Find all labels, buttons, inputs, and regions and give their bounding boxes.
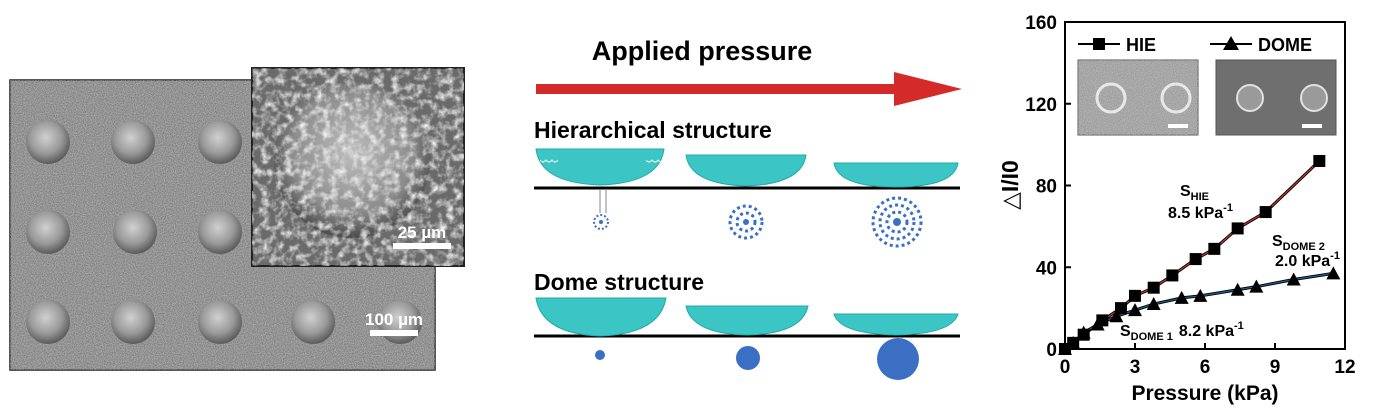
annotation-s-dome1: SDOME 1 8.2 kPa-1 (1120, 320, 1244, 343)
s-hie-value: 8.5 kPa (1168, 205, 1223, 222)
x-tick-label: 9 (1270, 357, 1281, 378)
data-point-hie (1231, 222, 1244, 235)
data-point-hie (1208, 242, 1221, 255)
y-axis-label-text: △I/I0 (997, 160, 1023, 210)
svg-text:8.5 kPa-1: 8.5 kPa-1 (1168, 202, 1233, 222)
data-point-hie (1115, 302, 1127, 315)
data-point-dome (1230, 282, 1245, 296)
x-tick-label: 12 (1334, 357, 1355, 378)
hierarchical-structure-diagram (534, 148, 960, 248)
data-point-dome (1193, 288, 1208, 302)
pressure-schematic-panel: Applied pressure Hierarchical structure (470, 0, 980, 411)
sem-micrograph-panel: 100 µm 25 µm (0, 0, 470, 411)
sem-inset-image: 25 µm (251, 67, 465, 267)
annotation-s-hie: SHIE 8.5 kPa-1 (1168, 183, 1233, 222)
x-tick-label: 3 (1130, 357, 1141, 378)
s-dome1-symbol: S (1120, 323, 1131, 340)
data-point-dome (1058, 342, 1072, 355)
data-point-dome (1174, 290, 1189, 304)
y-tick-label: 40 (1036, 258, 1057, 279)
s-dome1-subscript: DOME 1 (1131, 331, 1173, 343)
svg-text:2.0 kPa-1: 2.0 kPa-1 (1275, 250, 1340, 270)
inset-scale-bar: 25 µm (393, 223, 451, 249)
x-tick-label: 0 (1060, 357, 1071, 378)
s-hie-symbol: S (1180, 183, 1191, 200)
chart-legend: HIE DOME (1078, 35, 1312, 55)
s-dome1-value: 8.2 kPa (1179, 323, 1234, 340)
y-tick-label: 0 (1046, 340, 1057, 361)
svg-text:SDOME 2: SDOME 2 (1272, 233, 1325, 253)
data-point-hie (1129, 289, 1141, 302)
data-point-hie (1147, 281, 1160, 294)
data-point-hie (1189, 253, 1202, 266)
s-dome2-subscript: DOME 2 (1283, 241, 1325, 253)
dome-contact-patterns (595, 338, 919, 380)
series-markers (1058, 154, 1341, 355)
y-axis-label: △I/I0 (997, 160, 1023, 210)
data-point-dome (1109, 309, 1124, 323)
data-point-hie (1313, 154, 1326, 167)
chart-inset-hie-image (1077, 59, 1199, 136)
legend-item-dome: DOME (1210, 35, 1312, 55)
annotation-s-dome2: SDOME 2 2.0 kPa-1 (1272, 233, 1340, 270)
dome-structure-title: Dome structure (534, 269, 704, 295)
s-dome2-symbol: S (1272, 233, 1283, 250)
x-tick-label: 6 (1200, 357, 1211, 378)
data-point-dome (1066, 335, 1081, 349)
data-point-dome (1128, 303, 1142, 317)
data-point-dome (1286, 272, 1301, 286)
pressure-schematic-figure: Applied pressure Hierarchical structure (534, 36, 962, 380)
data-point-dome (1146, 297, 1161, 311)
svg-text:SHIE: SHIE (1180, 183, 1209, 203)
hierarchical-contact-patterns (593, 190, 923, 248)
chart-inset-dome-image (1215, 59, 1337, 136)
data-point-dome (1249, 279, 1264, 293)
y-tick-label: 120 (1025, 95, 1057, 116)
s-dome2-value: 2.0 kPa (1275, 253, 1330, 270)
dome-structure-diagram (534, 297, 960, 380)
y-tick-label: 160 (1025, 13, 1057, 34)
s-dome2-exponent: -1 (1330, 250, 1340, 262)
s-hie-exponent: -1 (1223, 202, 1233, 214)
micro-dome-array (26, 120, 422, 344)
sem-micrograph-figure: 100 µm 25 µm (9, 67, 465, 371)
data-point-dome (1326, 266, 1341, 280)
s-dome1-exponent: -1 (1234, 320, 1244, 332)
s-hie-subscript: HIE (1191, 191, 1209, 203)
main-scale-label: 100 µm (365, 310, 423, 329)
inset-scale-label: 25 µm (398, 223, 447, 242)
hierarchical-structure-title: Hierarchical structure (534, 117, 772, 143)
data-point-hie (1166, 269, 1179, 282)
x-axis-label: Pressure (kPa) (1131, 382, 1278, 405)
data-point-dome (1076, 325, 1091, 339)
legend-label-hie: HIE (1126, 35, 1156, 55)
data-point-hie (1259, 206, 1272, 219)
legend-label-dome: DOME (1258, 35, 1312, 55)
svg-text:SDOME 18.2 kPa-1: SDOME 1 8.2 kPa-1 (1120, 320, 1244, 343)
pressure-arrow (536, 72, 962, 106)
data-point-dome (1090, 317, 1105, 331)
legend-item-hie: HIE (1078, 35, 1156, 55)
y-tick-label: 80 (1036, 177, 1057, 198)
applied-pressure-label: Applied pressure (592, 36, 813, 66)
main-scale-bar: 100 µm (365, 310, 423, 336)
